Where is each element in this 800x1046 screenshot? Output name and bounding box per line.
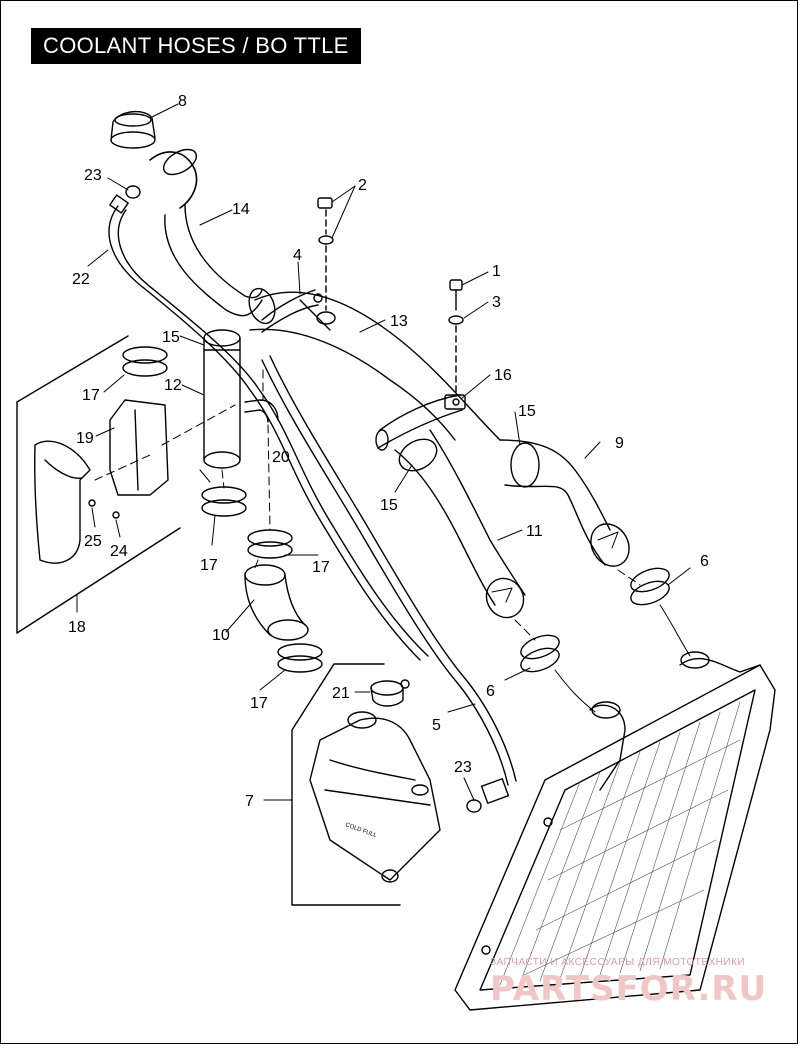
bottle-7 — [309, 711, 441, 883]
callout-2: 2 — [358, 177, 367, 194]
callout-13: 13 — [390, 313, 408, 330]
group-7-frame — [291, 663, 401, 906]
radiator — [454, 651, 776, 1011]
callout-8: 8 — [178, 93, 187, 110]
clamps-6 — [520, 567, 670, 673]
group-18-frame — [16, 335, 181, 634]
screws-24-25 — [88, 499, 120, 519]
callout-15b: 15 — [518, 403, 536, 420]
callout-10: 10 — [212, 627, 230, 644]
callout-labels: 1 2 3 4 5 6 6 7 8 9 10 11 12 13 14 15 15… — [68, 93, 709, 810]
fitting-23-lower — [466, 799, 482, 813]
callout-20: 20 — [272, 449, 290, 466]
dashed-leaders — [94, 369, 641, 641]
hose-14 — [149, 148, 263, 317]
fitting-23-upper — [125, 185, 141, 199]
cap-8 — [110, 111, 156, 149]
hose-11 — [394, 429, 526, 619]
watermark-tagline: ЗАПЧАСТИ И АКСЕССУАРЫ ДЛЯ МОТОТЕХНИКИ — [490, 957, 745, 968]
tube-12 — [203, 329, 241, 469]
fastener-2 — [316, 197, 336, 325]
clamps-17 — [122, 346, 323, 673]
callout-11: 11 — [526, 523, 543, 540]
callout-21: 21 — [332, 685, 350, 702]
callout-7: 7 — [245, 793, 254, 810]
callout-12: 12 — [164, 377, 182, 394]
shield-19 — [109, 399, 169, 496]
tube-13 — [248, 287, 501, 441]
hose-10 — [244, 564, 309, 641]
hose-22 — [108, 194, 429, 661]
leader-lines — [76, 103, 691, 801]
cap-21 — [370, 679, 410, 707]
radiator-connectors — [554, 604, 691, 713]
bottle-cold-full-label: COLD FULL — [344, 822, 378, 839]
callout-24: 24 — [110, 543, 128, 560]
callout-14: 14 — [232, 201, 250, 218]
clamp-4 — [261, 289, 323, 333]
callout-3: 3 — [492, 294, 501, 311]
callout-17b: 17 — [200, 557, 218, 574]
elbow-20 — [244, 399, 279, 423]
callout-23b: 23 — [454, 759, 472, 776]
callout-19: 19 — [76, 430, 94, 447]
callout-22: 22 — [72, 271, 90, 288]
page-title: COOLANT HOSES / BO TTLE — [31, 28, 361, 64]
callout-23a: 23 — [84, 167, 102, 184]
callout-4: 4 — [293, 247, 302, 264]
callout-25: 25 — [84, 533, 102, 550]
callout-15a: 15 — [162, 329, 180, 346]
callout-17d: 17 — [250, 695, 268, 712]
clamp-16 — [375, 394, 466, 451]
callout-6a: 6 — [486, 683, 495, 700]
callout-5: 5 — [432, 717, 441, 734]
callout-9: 9 — [615, 435, 624, 452]
callout-15c: 15 — [380, 497, 398, 514]
callout-17a: 17 — [82, 387, 100, 404]
fastener-1-3 — [448, 279, 464, 396]
callout-17c: 17 — [312, 559, 330, 576]
cover-18 — [34, 440, 91, 564]
callout-16: 16 — [494, 367, 512, 384]
callout-18: 18 — [68, 619, 86, 636]
watermark-brand: PARTSFOR.RU — [490, 969, 767, 1009]
hose-9 — [499, 439, 630, 567]
callout-6b: 6 — [700, 553, 709, 570]
hose-5 — [261, 355, 517, 804]
callout-1: 1 — [492, 263, 501, 280]
